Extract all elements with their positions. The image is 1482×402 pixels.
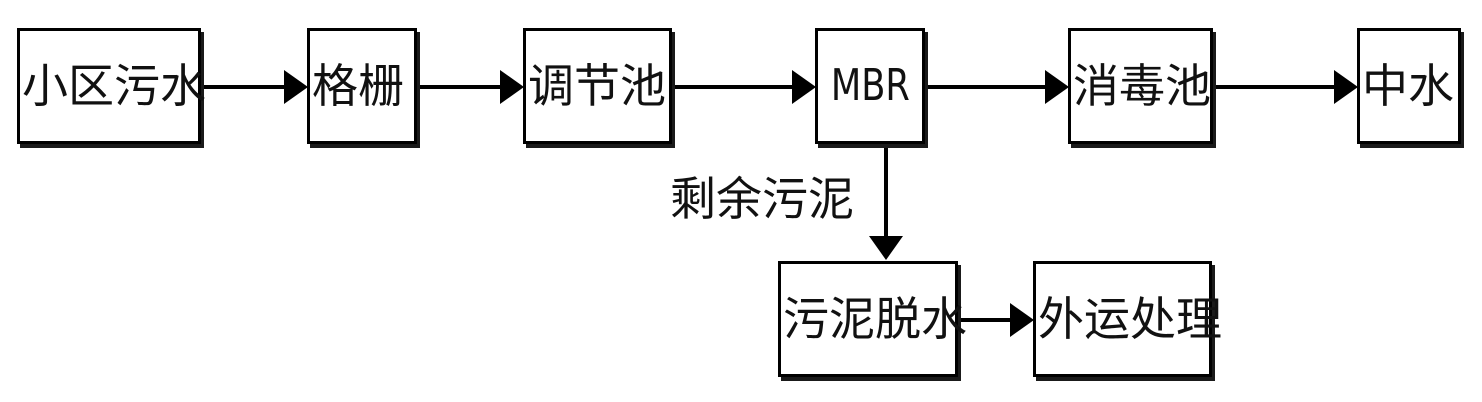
arrowhead (869, 236, 903, 260)
node-sludge-dewatering: 污泥脱水 (778, 261, 967, 377)
node-label: 污泥脱水 (783, 292, 967, 346)
node-disinfection-tank: 消毒池 (1068, 28, 1213, 144)
edge-label-excess-sludge: 剩余污泥 (670, 172, 854, 226)
node-grille: 格栅 (307, 28, 417, 144)
node-label: 调节池 (528, 59, 666, 113)
arrowhead (1010, 303, 1034, 337)
arrowhead (284, 70, 308, 104)
node-community-sewage: 小区污水 (17, 28, 206, 144)
node-reclaimed-water: 中水 (1357, 28, 1461, 144)
node-label: 格栅 (312, 59, 404, 113)
node-label: 消毒池 (1073, 59, 1211, 113)
arrowhead (1045, 70, 1069, 104)
node-label: MBR (830, 60, 910, 111)
node-label: 中水 (1362, 59, 1454, 113)
arrowhead (1334, 70, 1358, 104)
node-label: 外运处理 (1038, 292, 1222, 346)
node-label: 小区污水 (22, 59, 206, 113)
arrowhead (500, 70, 524, 104)
node-regulating-tank: 调节池 (523, 28, 672, 144)
node-mbr: MBR (815, 28, 925, 144)
node-external-disposal: 外运处理 (1033, 261, 1222, 377)
arrowhead (792, 70, 816, 104)
